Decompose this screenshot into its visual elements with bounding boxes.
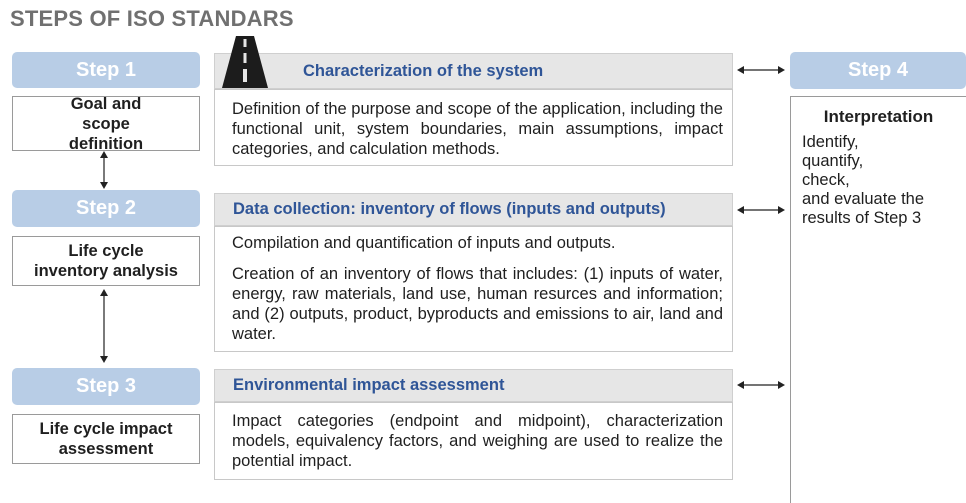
connector-arrow-section-3-step-4: [737, 381, 785, 389]
connector-arrow-section-2-step-4: [737, 206, 785, 214]
step-3-pill: Step 3: [12, 368, 200, 405]
step-1-label: Goal and scope definition: [68, 94, 144, 153]
section-2-text-1: Compilation and quantification of inputs…: [232, 234, 616, 252]
step-2-label: Life cycle inventory analysis: [34, 242, 178, 280]
step-3-label: Life cycle impact assessment: [39, 420, 173, 458]
section-3-text: Impact categories (endpoint and midpoint…: [232, 412, 723, 470]
section-3-body: Impact categories (endpoint and midpoint…: [214, 402, 733, 480]
step-2-pill: Step 2: [12, 190, 200, 227]
interpretation-line: results of Step 3: [802, 209, 922, 227]
interpretation-line: check,: [802, 171, 850, 189]
interpretation-list: Identify, quantify, check, and evaluate …: [791, 133, 966, 228]
interpretation-panel: Interpretation Identify, quantify, check…: [790, 96, 966, 503]
section-1-title: Characterization of the system: [303, 61, 544, 80]
connector-arrow-2-3: [100, 289, 108, 363]
section-2-title: Data collection: inventory of flows (inp…: [233, 200, 666, 218]
step-1-pill: Step 1: [12, 52, 200, 88]
section-1-body: Definition of the purpose and scope of t…: [214, 89, 733, 166]
section-2-text-2: Creation of an inventory of flows that i…: [232, 265, 723, 343]
section-1-header: Characterization of the system: [214, 53, 733, 89]
section-3-title: Environmental impact assessment: [233, 376, 505, 394]
road-icon: [222, 36, 268, 88]
section-2-header: Data collection: inventory of flows (inp…: [214, 193, 733, 226]
page-title: STEPS OF ISO STANDARS: [10, 6, 294, 31]
step-3-box: Life cycle impact assessment: [12, 414, 200, 464]
interpretation-line: quantify,: [802, 152, 864, 170]
step-4-pill: Step 4: [790, 52, 966, 89]
step-1-box: Goal and scope definition: [12, 94, 200, 153]
interpretation-line: Identify,: [802, 133, 859, 151]
connector-arrow-1-2: [100, 151, 108, 189]
connector-arrow-section-1-step-4: [737, 66, 785, 74]
section-2-body: Compilation and quantification of inputs…: [214, 226, 733, 352]
section-1-text: Definition of the purpose and scope of t…: [232, 100, 723, 158]
section-3-header: Environmental impact assessment: [214, 369, 733, 402]
interpretation-line: and evaluate the: [802, 190, 925, 208]
step-2-box: Life cycle inventory analysis: [12, 236, 200, 286]
interpretation-title: Interpretation: [823, 107, 934, 126]
